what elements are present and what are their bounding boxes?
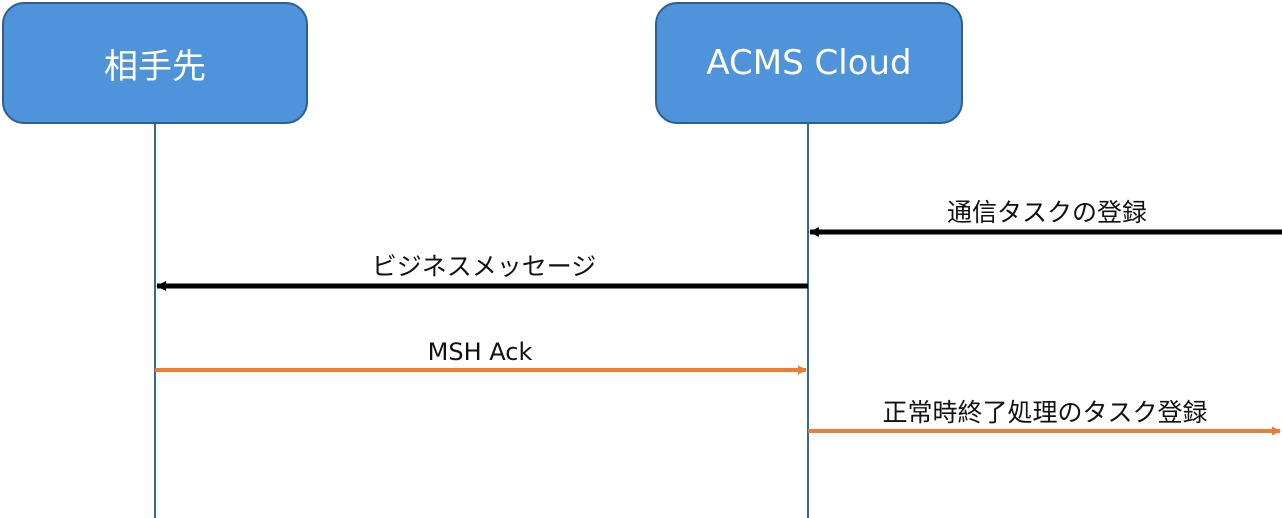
actor-acms-cloud: ACMS Cloud: [655, 2, 963, 124]
actor-partner: 相手先: [2, 2, 308, 124]
message-label-business-message: ビジネスメッセージ: [371, 252, 597, 281]
actor-acms-cloud-label: ACMS Cloud: [706, 43, 912, 83]
actor-partner-label: 相手先: [104, 46, 206, 87]
message-label-register-normal-end-task: 正常時終了処理のタスク登録: [882, 398, 1208, 427]
message-label-msh-ack: MSH Ack: [427, 338, 533, 366]
message-label-register-comm-task: 通信タスクの登録: [946, 198, 1148, 227]
